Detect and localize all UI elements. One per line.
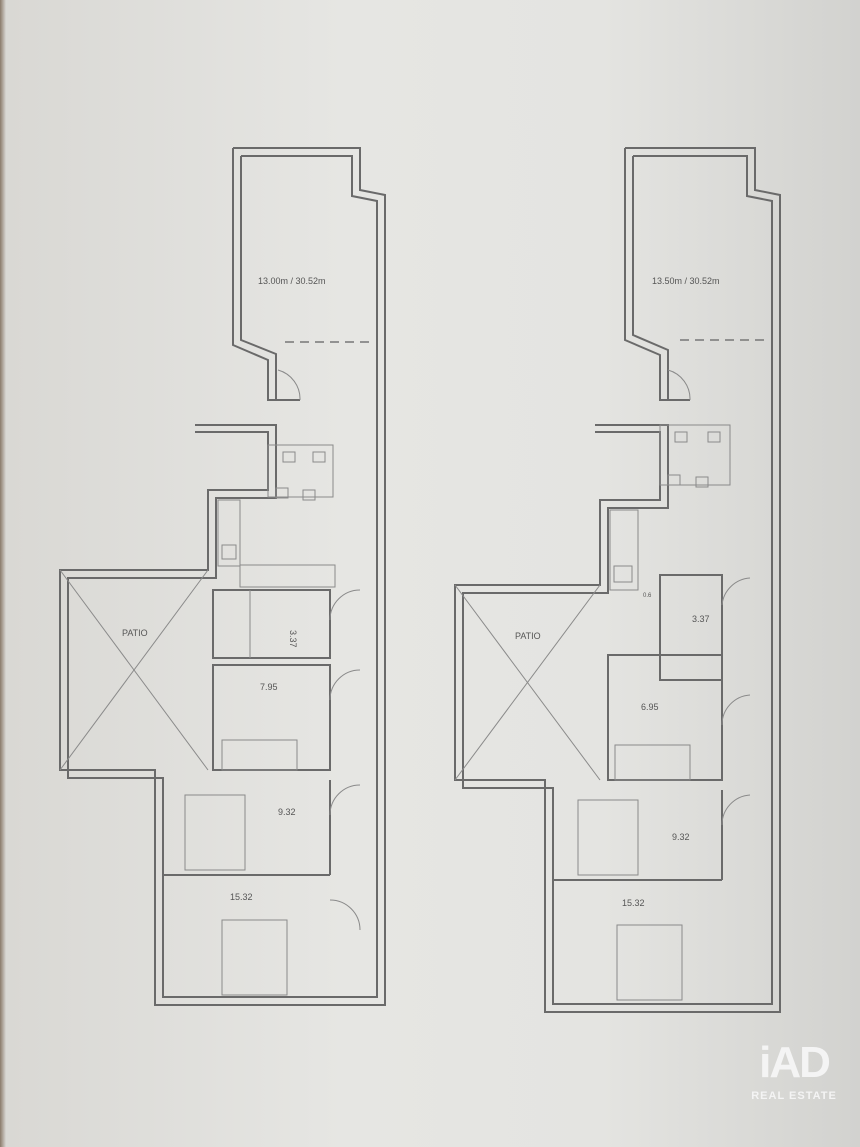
bath-area-label: 3.37: [692, 614, 710, 624]
room3-area-label: 15.32: [622, 898, 645, 908]
bath-area-label: 3.37: [288, 630, 298, 648]
logo-brand: iAD: [759, 1038, 831, 1087]
room1-area-label: 7.95: [260, 682, 278, 692]
room2-area-label: 9.32: [672, 832, 690, 842]
patio-label: PATIO: [122, 628, 148, 638]
floor-plan-right: 13.50m / 30.52m PATIO 3.37 0.6 6.95 9.32…: [454, 147, 781, 1013]
small-area-label: 0.6: [643, 593, 652, 599]
living-area-label: 13.00m / 30.52m: [258, 276, 326, 286]
floor-plan-left: 13.00m / 30.52m PATIO 3.37 7.95 9.32 15.…: [59, 147, 386, 1006]
room3-area-label: 15.32: [230, 892, 253, 902]
room1-area-label: 6.95: [641, 702, 659, 712]
iad-logo: iAD REAL ESTATE: [744, 1038, 844, 1103]
living-area-label: 13.50m / 30.52m: [652, 276, 720, 286]
room2-area-label: 9.32: [278, 807, 296, 817]
logo-tagline: REAL ESTATE: [751, 1090, 837, 1102]
patio-label: PATIO: [515, 631, 541, 641]
